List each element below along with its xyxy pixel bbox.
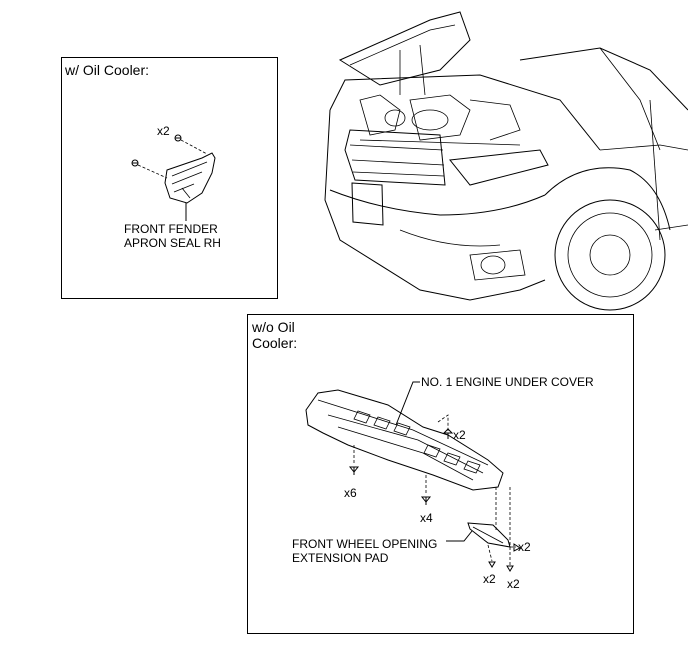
quantity-label: x6 <box>344 486 357 500</box>
quantity-label: x2 <box>518 540 531 554</box>
panel-title: w/ Oil Cooler: <box>65 62 150 78</box>
quantity-label: x2 <box>453 428 466 442</box>
panel-without-oil-cooler: w/o Oil Cooler: NO. 1 ENGINE UNDER COVER… <box>247 314 634 634</box>
quantity-label: x4 <box>420 511 433 525</box>
engine-under-cover-illustration <box>305 381 521 572</box>
quantity-label: x2 <box>157 124 170 138</box>
apron-seal-illustration <box>131 134 216 221</box>
part-label-extension-pad: FRONT WHEEL OPENING EXTENSION PAD <box>292 537 438 565</box>
panel-with-oil-cooler: w/ Oil Cooler: x2 FRONT FENDER APRON SEA… <box>61 57 278 299</box>
part-label-engine-under-cover: NO. 1 ENGINE UNDER COVER <box>421 375 594 389</box>
panel-title: w/o Oil Cooler: <box>252 319 298 351</box>
part-label-apron-seal: FRONT FENDER APRON SEAL RH <box>124 222 221 250</box>
quantity-label: x2 <box>507 577 520 591</box>
quantity-label: x2 <box>483 572 496 586</box>
